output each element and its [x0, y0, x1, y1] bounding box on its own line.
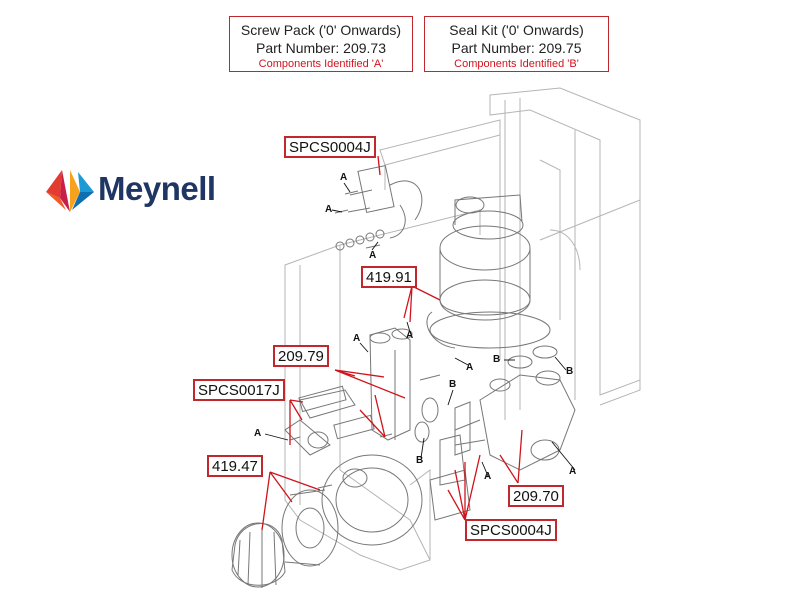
- marker-a: A: [484, 471, 492, 482]
- seal-kit-title: Seal Kit ('0' Onwards): [449, 22, 584, 38]
- marker-b: B: [493, 354, 501, 365]
- part-label-209-79: 209.79: [273, 345, 329, 367]
- marker-a: A: [466, 362, 474, 373]
- meynell-logo: Meynell: [44, 168, 244, 212]
- screw-pack-part-number: Part Number: 209.73: [256, 40, 386, 56]
- marker-a: A: [325, 204, 333, 215]
- marker-a: A: [369, 250, 377, 261]
- part-label-209-70: 209.70: [508, 485, 564, 507]
- part-label-spcs0004j-top: SPCS0004J: [284, 136, 376, 158]
- part-label-419-91: 419.91: [361, 266, 417, 288]
- marker-b: B: [416, 455, 424, 466]
- marker-b: B: [566, 366, 574, 377]
- marker-a: A: [353, 333, 361, 344]
- meynell-logo-icon: [46, 170, 94, 212]
- marker-a: A: [340, 172, 348, 183]
- part-label-419-47: 419.47: [207, 455, 263, 477]
- marker-b: B: [449, 379, 457, 390]
- screw-pack-kit-box: Screw Pack ('0' Onwards) Part Number: 20…: [229, 16, 413, 72]
- part-label-spcs0017j: SPCS0017J: [193, 379, 285, 401]
- seal-kit-part-number: Part Number: 209.75: [451, 40, 582, 56]
- marker-a: A: [254, 428, 262, 439]
- marker-a: A: [569, 466, 577, 477]
- seal-kit-note: Components Identified 'B': [454, 58, 579, 70]
- screw-pack-note: Components Identified 'A': [258, 58, 384, 70]
- brand-name: Meynell: [98, 170, 216, 207]
- marker-a: A: [406, 330, 414, 341]
- seal-kit-box: Seal Kit ('0' Onwards) Part Number: 209.…: [424, 16, 609, 72]
- part-label-spcs0004j-bottom: SPCS0004J: [465, 519, 557, 541]
- screw-pack-title: Screw Pack ('0' Onwards): [240, 22, 402, 38]
